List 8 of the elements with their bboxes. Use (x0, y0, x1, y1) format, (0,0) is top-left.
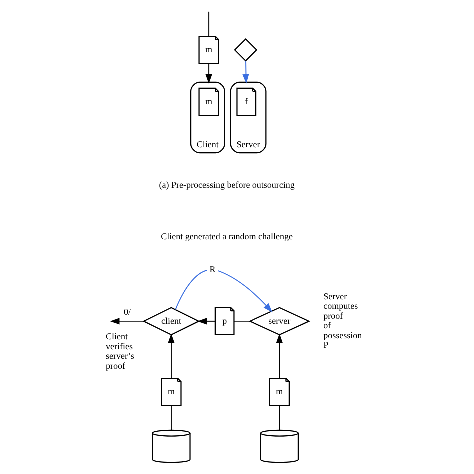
edge-label: R (210, 264, 216, 275)
node-label: Client (196, 140, 219, 150)
label: (a) Pre-processing before outsourcing (159, 180, 295, 190)
edge-label: 0/ (124, 306, 132, 317)
node-label: Server (236, 140, 260, 150)
node-label: Client verifies server’s proof (106, 332, 134, 371)
node-label: Server computes proof of possession P (324, 291, 362, 350)
label: Client generated a random challenge (161, 232, 294, 242)
